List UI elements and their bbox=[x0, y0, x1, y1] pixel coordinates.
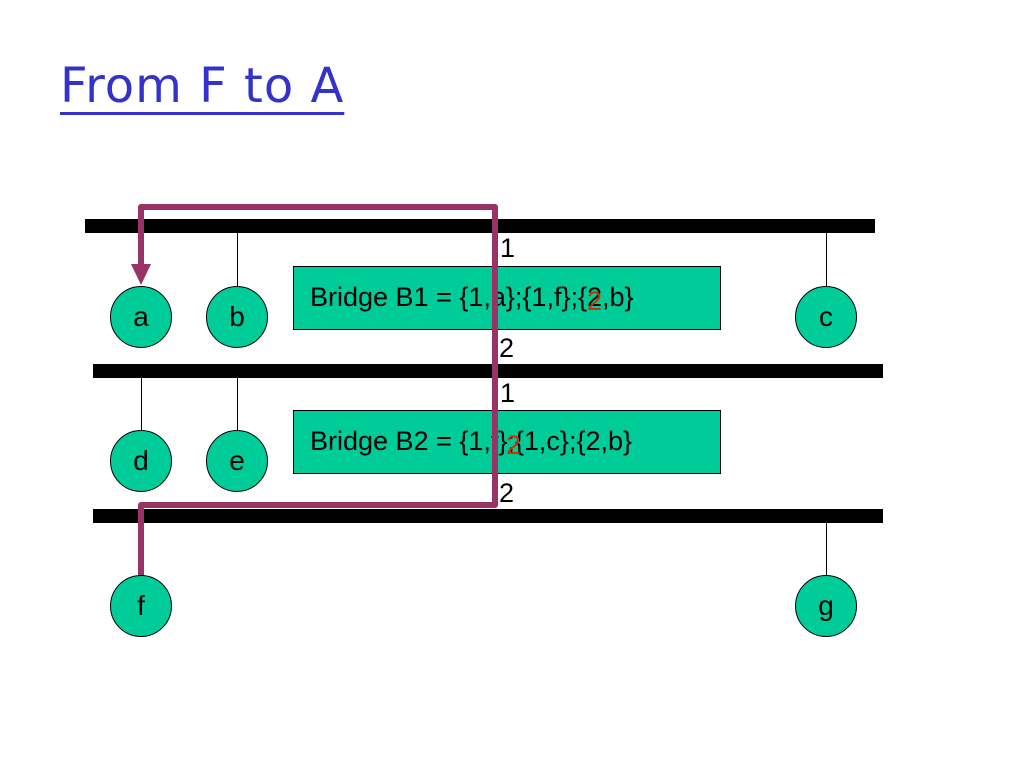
port-b1-bottom: 2 bbox=[499, 333, 515, 363]
lan-bus-bottom bbox=[93, 509, 883, 523]
port-b2-bottom: 2 bbox=[499, 478, 515, 508]
bridge-b2-overlay-port: 2 bbox=[506, 430, 522, 460]
stub-b bbox=[237, 233, 238, 287]
host-b[interactable]: b bbox=[206, 286, 268, 348]
host-e-label: e bbox=[229, 445, 245, 476]
frame-path-line bbox=[138, 204, 498, 580]
stub-g bbox=[826, 523, 827, 576]
stub-d bbox=[141, 378, 142, 431]
host-a-label: a bbox=[133, 301, 149, 332]
host-c[interactable]: c bbox=[795, 286, 857, 348]
stub-e bbox=[237, 378, 238, 431]
host-d[interactable]: d bbox=[110, 430, 172, 492]
bridge-b2-label: Bridge B2 = {1,f};{1,c};{2,b} bbox=[310, 426, 633, 456]
port-b1-top: 1 bbox=[500, 233, 516, 263]
host-g-label: g bbox=[818, 590, 834, 621]
lan-bus-top bbox=[85, 219, 875, 233]
host-c-label: c bbox=[819, 301, 833, 332]
port-b2-top: 1 bbox=[500, 378, 516, 408]
host-d-label: d bbox=[133, 445, 149, 476]
host-g[interactable]: g bbox=[795, 575, 857, 637]
bridge-b1: Bridge B1 = {1,a};{1,f};{2,b} bbox=[293, 266, 721, 330]
slide-title: From F to A bbox=[60, 58, 345, 114]
stub-c bbox=[826, 233, 827, 287]
host-f[interactable]: f bbox=[110, 575, 172, 637]
frame-path-arrowhead bbox=[131, 264, 151, 285]
host-b-label: b bbox=[229, 301, 245, 332]
lan-bus-middle bbox=[93, 364, 883, 378]
host-e[interactable]: e bbox=[206, 430, 268, 492]
host-a[interactable]: a bbox=[110, 286, 172, 348]
bridge-b1-overlay-port: 2 bbox=[587, 286, 603, 316]
host-f-label: f bbox=[137, 590, 145, 621]
bridge-b1-label: Bridge B1 = {1,a};{1,f};{2,b} bbox=[310, 282, 634, 312]
